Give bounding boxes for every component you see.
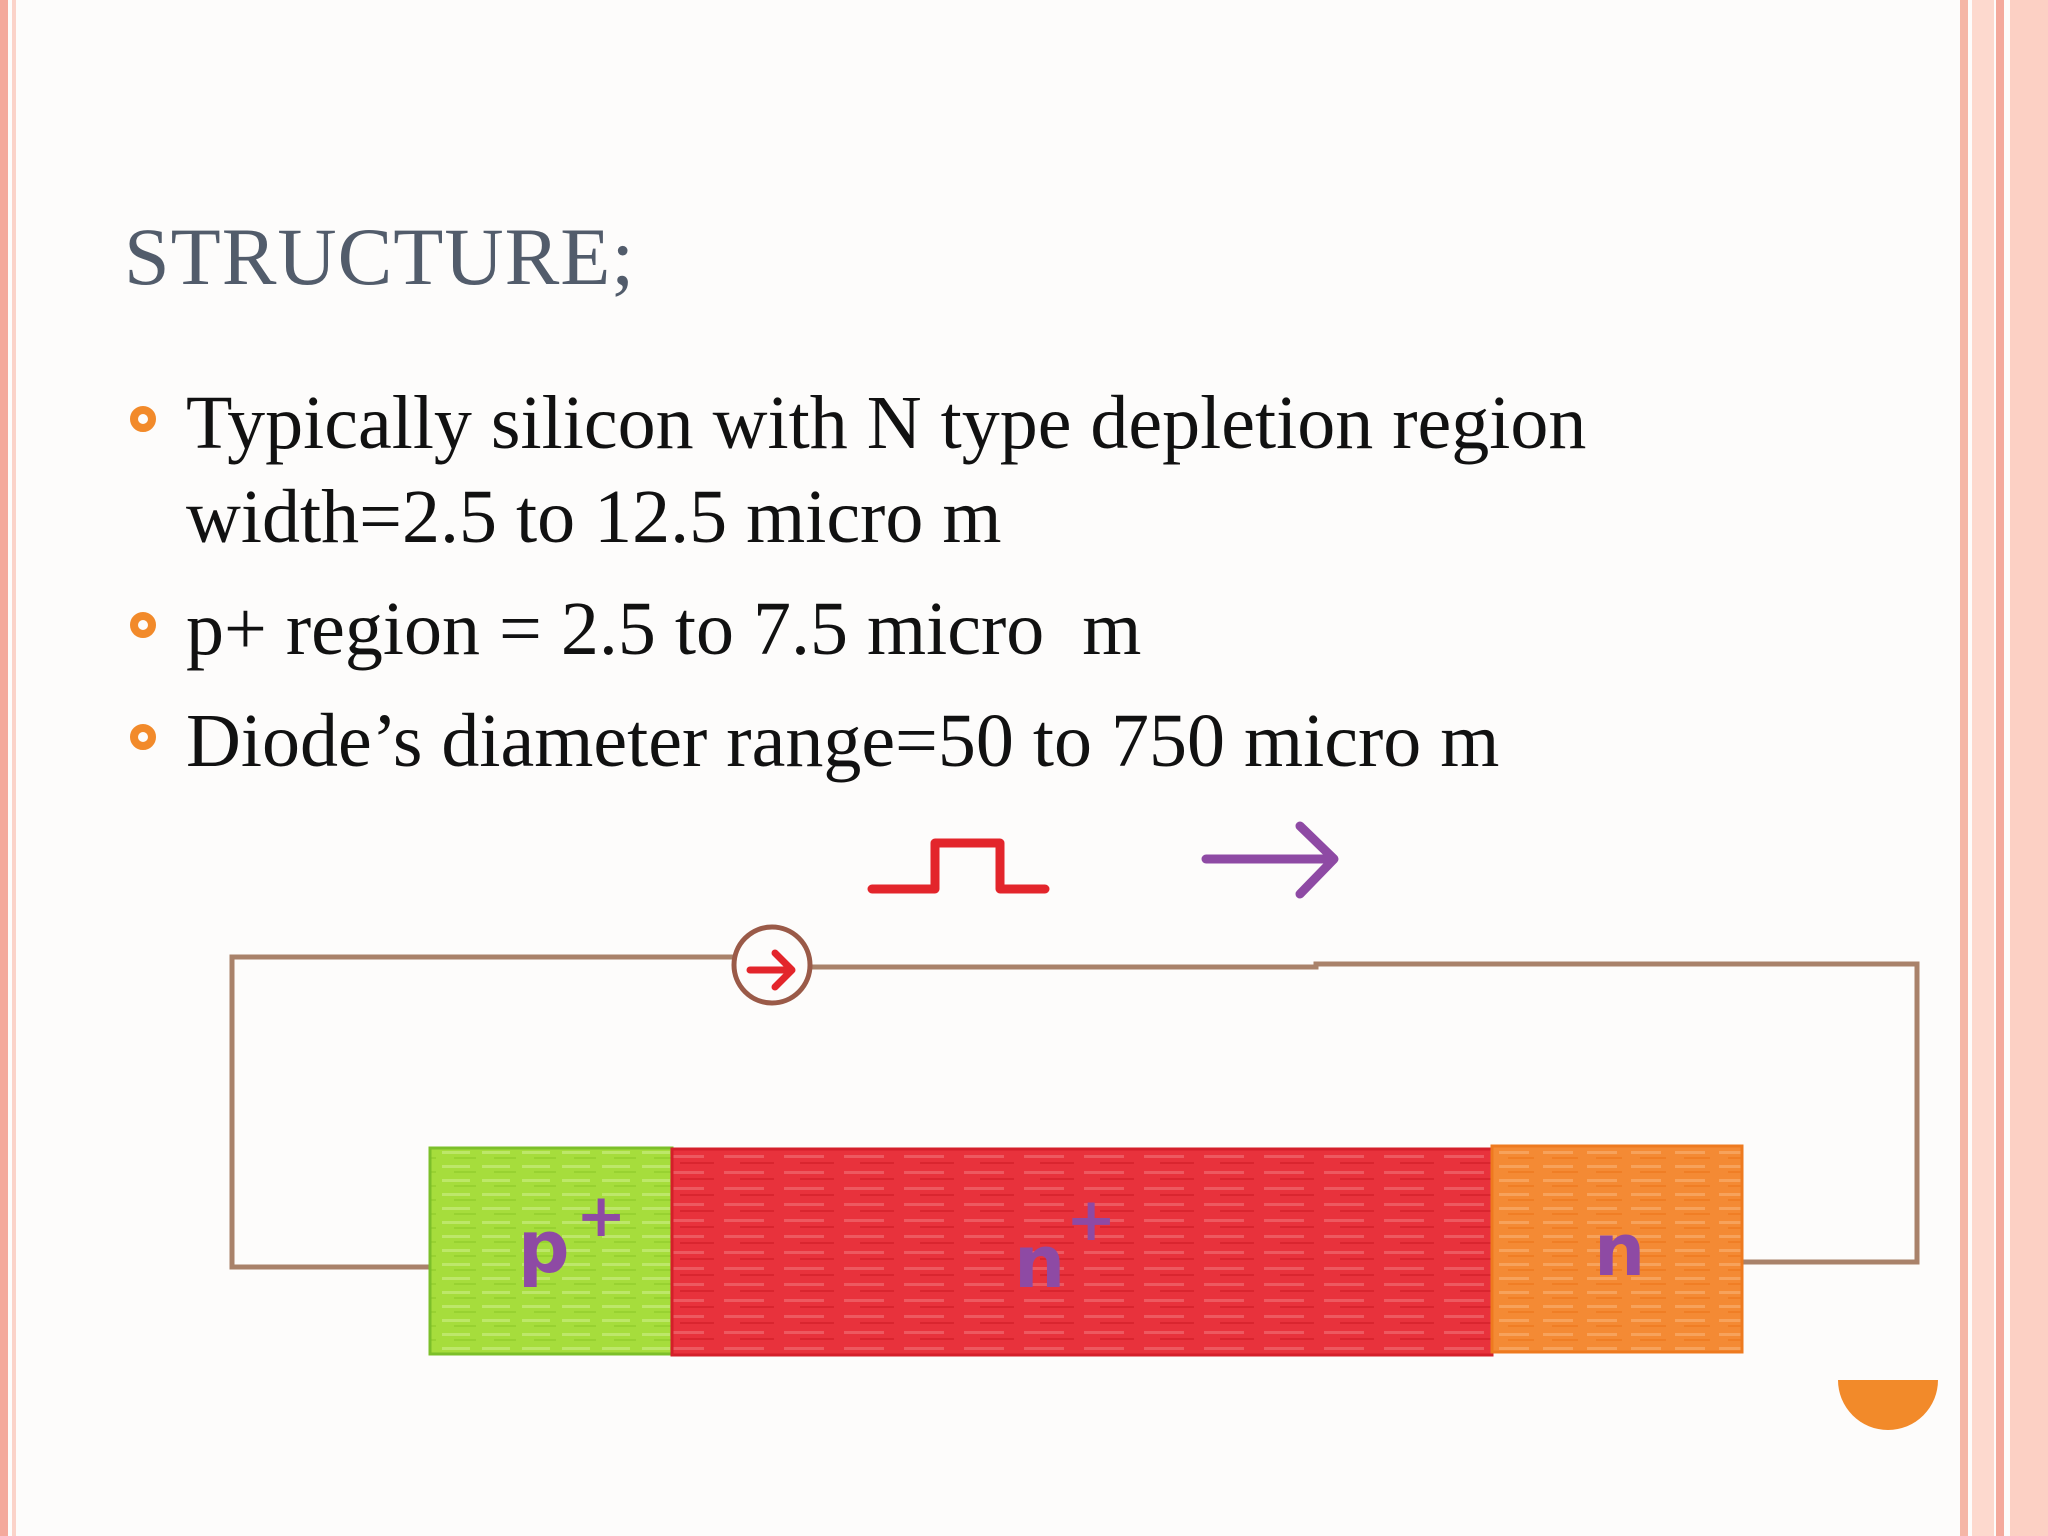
p-plus-superscript: + — [576, 1181, 626, 1251]
p-plus-region — [428, 1146, 674, 1356]
bullet-text: p+ region = 2.5 to 7.5 micro m — [186, 587, 1142, 671]
slide-border-right-stripe — [1996, 0, 2004, 1536]
bullet-item: Typically silicon with N type depletion … — [130, 376, 1910, 564]
slide-border-right-band — [1972, 0, 1994, 1536]
bullet-item: p+ region = 2.5 to 7.5 micro m — [130, 582, 1910, 676]
n-plus-label: n — [1014, 1220, 1065, 1304]
n-region — [1490, 1144, 1744, 1354]
pulse-icon — [867, 838, 1050, 894]
slide-border-right — [1960, 0, 1968, 1536]
bullet-item: Diode’s diameter range=50 to 750 micro m — [130, 694, 1910, 788]
bullet-text: Typically silicon with N type depletion … — [186, 381, 1587, 559]
bullet-text: Diode’s diameter range=50 to 750 micro m — [186, 699, 1500, 783]
circuit-wire — [229, 954, 1920, 1270]
diode-body — [428, 1144, 1744, 1357]
slide-title: STRUCTURE; — [124, 211, 636, 302]
p-plus-label: p — [518, 1205, 570, 1289]
bullet-list: Typically silicon with N type depletion … — [130, 376, 1910, 806]
slide-border-right-outer — [2010, 0, 2048, 1536]
n-label: n — [1594, 1208, 1645, 1292]
slide-border-left — [0, 0, 8, 1536]
bullet-marker-icon — [130, 724, 156, 750]
n-plus-region — [670, 1147, 1494, 1357]
current-source-icon — [731, 924, 813, 1006]
right-arrow-icon — [1201, 821, 1339, 899]
slide-border-left-inner — [12, 0, 16, 1536]
n-plus-superscript: + — [1066, 1185, 1116, 1255]
bullet-marker-icon — [130, 406, 156, 432]
bullet-marker-icon — [130, 612, 156, 638]
